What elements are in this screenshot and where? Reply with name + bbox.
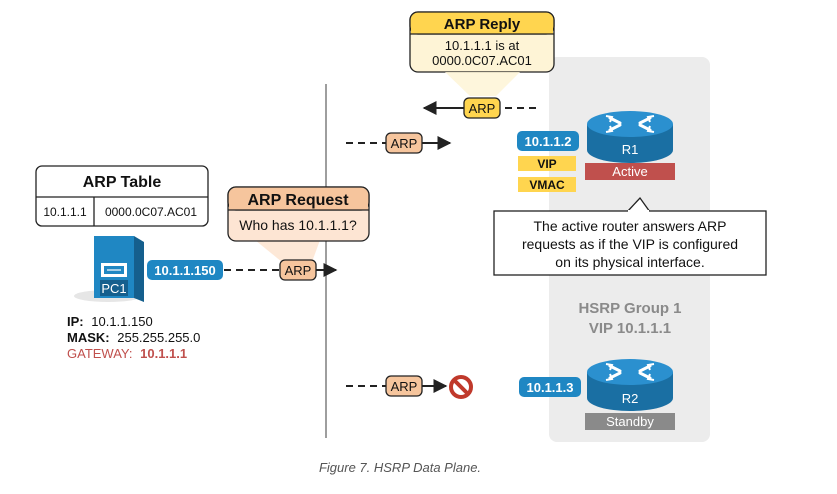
r1-vip-tag	[518, 156, 576, 171]
svg-text:10.1.1.2: 10.1.1.2	[525, 134, 572, 149]
arp-to-r1-arrow: ARP	[346, 132, 452, 154]
arp-tag-r1: ARP	[391, 136, 418, 151]
arp-table: ARP Table 10.1.1.1 0000.0C07.AC01	[35, 165, 209, 227]
arp-table-title: ARP Table	[83, 174, 162, 191]
hsrp-group-vip: VIP 10.1.1.1	[589, 320, 671, 337]
router-r1: 10.1.1.2 VIP VMAC R1 Active	[517, 111, 675, 192]
router-icon	[587, 111, 673, 163]
svg-text:10.1.1.3: 10.1.1.3	[527, 380, 574, 395]
arp-tag-pc1: ARP	[285, 263, 312, 278]
r2-name: R2	[622, 391, 639, 406]
router-icon	[587, 359, 673, 411]
pc1-config: IP: 10.1.1.150 MASK: 255.255.255.0 GATEW…	[67, 314, 200, 361]
svg-text:10.1.1.150: 10.1.1.150	[154, 263, 215, 278]
note-line1: The active router answers ARP	[534, 218, 727, 234]
arp-reply-tag: ARP	[469, 101, 496, 116]
arp-reply-arrow: ARP	[422, 97, 536, 119]
arp-reply-line1: 10.1.1.1 is at	[445, 38, 520, 53]
gateway-label: GATEWAY:	[67, 346, 133, 361]
svg-text:Active: Active	[612, 164, 647, 179]
arp-reply-title: ARP Reply	[444, 16, 521, 33]
svg-text:Standby: Standby	[606, 414, 654, 429]
gateway-value: 10.1.1.1	[140, 346, 187, 361]
blocked-icon	[449, 375, 473, 399]
mask-value: 255.255.255.0	[117, 330, 200, 345]
arp-from-pc1-arrow: ARP	[224, 259, 338, 281]
svg-text:GATEWAY: 10.1.1.1: GATEWAY: 10.1.1.1	[67, 346, 187, 361]
r1-address-tag	[517, 131, 579, 151]
active-router-note: The active router answers ARP requests a…	[493, 196, 767, 276]
arp-table-mac: 0000.0C07.AC01	[105, 205, 197, 219]
arp-to-r2-arrow: ARP	[346, 375, 473, 399]
r1-vmac-tag	[518, 177, 576, 192]
pc1-name: PC1	[101, 281, 126, 296]
arp-reply-line2: 0000.0C07.AC01	[432, 53, 532, 68]
mask-label: MASK:	[67, 330, 110, 345]
pc1-address-tag	[147, 260, 223, 280]
note-line2: requests as if the VIP is configured	[522, 236, 738, 252]
pc1-host: PC1 10.1.1.150	[74, 236, 223, 302]
r2-address-tag	[519, 377, 581, 397]
note-line3: on its physical interface.	[555, 254, 704, 270]
arp-reply-callout: ARP Reply 10.1.1.1 is at 0000.0C07.AC01	[409, 11, 555, 96]
ip-label: IP:	[67, 314, 84, 329]
svg-text:IP: 10.1.1.150: IP: 10.1.1.150	[67, 314, 153, 329]
svg-text:MASK: 255.255.255.0: MASK: 255.255.255.0	[67, 330, 200, 345]
arp-request-callout: ARP Request Who has 10.1.1.1?	[227, 186, 370, 262]
r2-status-badge	[585, 413, 675, 430]
svg-text:VIP: VIP	[537, 157, 556, 171]
r1-name: R1	[622, 142, 639, 157]
hsrp-group-label: HSRP Group 1	[578, 300, 681, 317]
router-r2: 10.1.1.3 R2 Standby	[519, 359, 675, 430]
ip-value: 10.1.1.150	[91, 314, 152, 329]
svg-text:VMAC: VMAC	[529, 178, 565, 192]
r1-status-badge	[585, 163, 675, 180]
arp-request-question: Who has 10.1.1.1?	[239, 217, 357, 233]
figure-caption: Figure 7. HSRP Data Plane.	[319, 460, 481, 475]
arp-tag-r2: ARP	[391, 379, 418, 394]
arp-table-ip: 10.1.1.1	[43, 205, 87, 219]
arp-request-title: ARP Request	[247, 192, 349, 209]
